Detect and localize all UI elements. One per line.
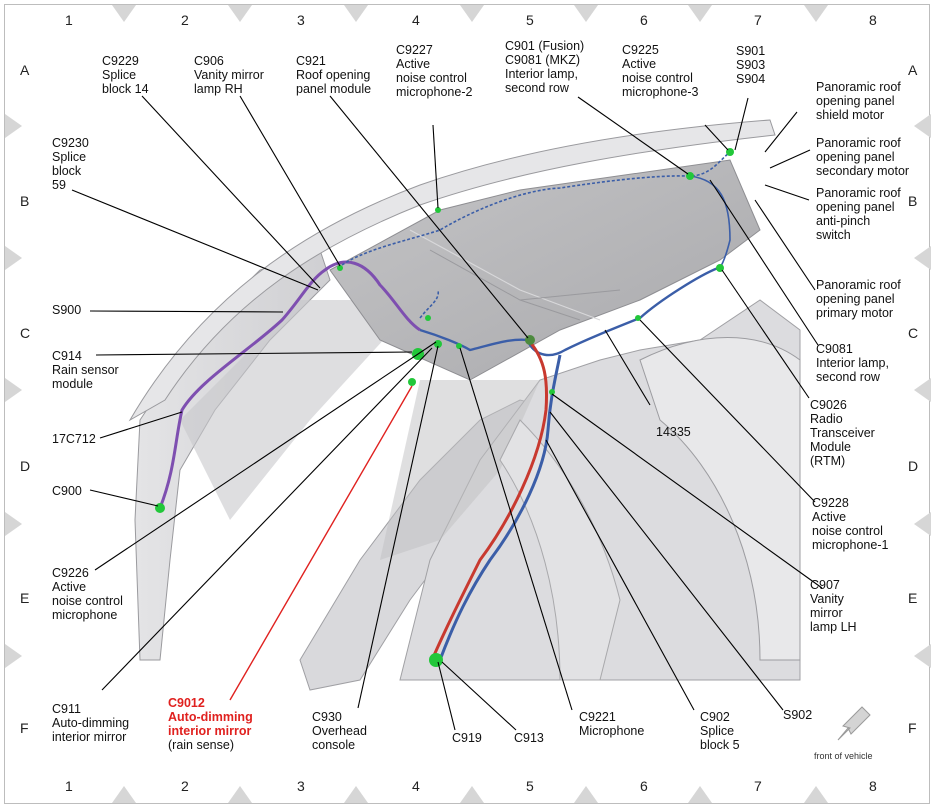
row-label-right: C [908, 325, 919, 341]
col-label-top: 2 [181, 12, 189, 28]
col-label-bottom: 2 [181, 778, 189, 794]
label-s902: S902 [783, 708, 813, 722]
front-of-vehicle-label: front of vehicle [814, 751, 873, 761]
red-leader-line [229, 385, 413, 701]
col-label-bottom: 3 [297, 778, 305, 794]
label-14335: 14335 [656, 425, 691, 439]
row-label-right: B [908, 193, 918, 209]
front-arrow-icon [837, 706, 871, 741]
row-label-right: A [908, 62, 918, 78]
row-label-right: E [908, 590, 918, 606]
row-label-left: A [20, 62, 30, 78]
row-label-left: E [20, 590, 30, 606]
col-label-top: 5 [526, 12, 534, 28]
frame-border-marks [5, 5, 931, 803]
col-label-bottom: 8 [869, 778, 877, 794]
row-label-right: F [908, 720, 917, 736]
row-label-right: D [908, 458, 919, 474]
row-label-left: D [20, 458, 31, 474]
label-c900: C900 [52, 484, 82, 498]
col-label-top: 1 [65, 12, 73, 28]
col-label-top: 4 [412, 12, 420, 28]
row-label-left: C [20, 325, 31, 341]
col-label-bottom: 6 [640, 778, 648, 794]
col-label-bottom: 7 [754, 778, 762, 794]
col-label-top: 3 [297, 12, 305, 28]
col-label-bottom: 1 [65, 778, 73, 794]
leader-lines [71, 95, 823, 731]
label-c901: C901 (Fusion)C9081 (MKZ)Interior lamp,se… [505, 39, 585, 95]
label-17c712: 17C712 [52, 432, 96, 446]
label-c919: C919 [452, 731, 482, 745]
row-label-left: B [20, 193, 30, 209]
col-label-bottom: 5 [526, 778, 534, 794]
row-label-left: F [20, 720, 29, 736]
col-label-top: 7 [754, 12, 762, 28]
label-s900: S900 [52, 303, 82, 317]
col-label-top: 8 [869, 12, 877, 28]
label-c913: C913 [514, 731, 544, 745]
col-label-top: 6 [640, 12, 648, 28]
col-label-bottom: 4 [412, 778, 420, 794]
diagram-frame [4, 4, 930, 804]
